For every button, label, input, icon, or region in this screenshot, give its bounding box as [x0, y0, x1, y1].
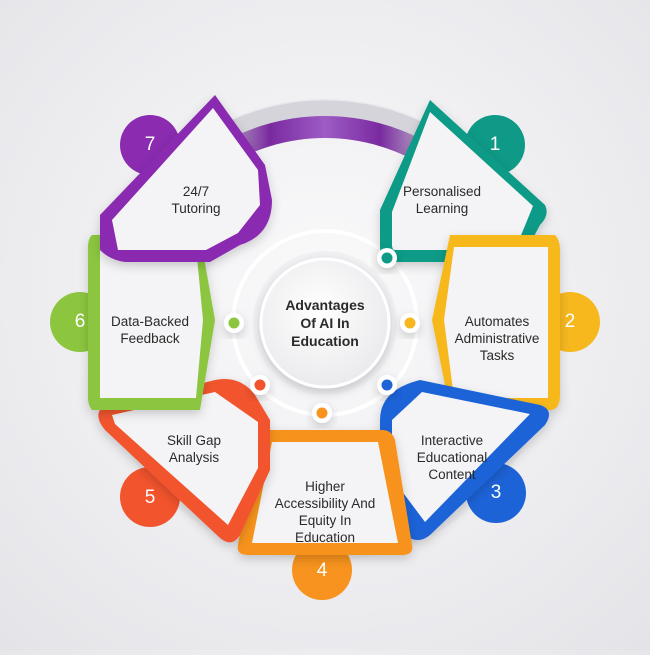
- center-title: Advantages Of AI In Education: [285, 297, 365, 349]
- step-1-label: Personalised Learning: [402, 184, 482, 216]
- step-5-number: 5: [144, 487, 156, 508]
- connector-dot-1: [381, 252, 393, 264]
- step-5-label: Skill Gap Analysis: [166, 433, 222, 465]
- connector-dot-5: [254, 379, 266, 391]
- step-3-number: 3: [490, 482, 502, 503]
- connector-dot-4: [316, 407, 328, 419]
- step-2-card: [444, 247, 548, 398]
- step-2-number: 2: [564, 311, 576, 332]
- connector-dot-3: [381, 379, 393, 391]
- step-2-label: Automates Administrative Tasks: [454, 314, 540, 363]
- step-6-label: Data-Backed Feedback: [110, 314, 190, 346]
- connector-dot-6: [228, 317, 240, 329]
- step-4-number: 4: [316, 560, 328, 581]
- step-1-number: 1: [489, 134, 501, 155]
- step-6-card: [100, 247, 203, 398]
- step-3-label: Interactive Educational Content: [416, 433, 488, 482]
- step-1-card: [392, 112, 533, 250]
- hub-circle: [259, 257, 391, 389]
- step-4-label: Higher Accessibility And Equity In Educa…: [274, 479, 376, 545]
- step-7-card: [112, 108, 260, 250]
- step-6-number: 6: [74, 311, 86, 332]
- step-3-card: [392, 392, 530, 522]
- connector-dot-2: [404, 317, 416, 329]
- step-5-card: [112, 392, 258, 525]
- step-7-label: 24/7 Tutoring: [171, 184, 221, 216]
- step-4-card: [252, 442, 398, 543]
- step-7-number: 7: [144, 134, 156, 155]
